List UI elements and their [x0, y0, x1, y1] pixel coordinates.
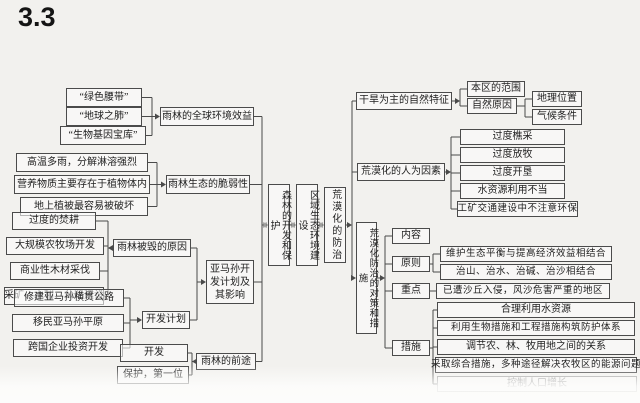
node-measure-3: 调节农、林、牧用地之间的关系: [437, 339, 635, 355]
node-natural-traits: 干旱为主的自然特征: [356, 92, 452, 110]
node-overcut: 过度樵采: [460, 129, 565, 145]
node-measure-1: 合理利用水资源: [437, 302, 635, 318]
node-hot-rainy: 高温多雨，分解淋溶强烈: [16, 153, 148, 172]
node-nutrients: 营养物质主要存在于植物体内: [14, 175, 150, 194]
node-construction: 工矿交通建设中不注意环保: [457, 201, 578, 217]
node-region-scope: 本区的范围: [467, 81, 525, 97]
node-global-benefit: 雨林的全球环境效益: [160, 107, 254, 126]
node-principle-2: 治山、治水、治碱、治沙相结合: [440, 264, 612, 280]
node-desert-main: 荒漠化的防治: [324, 187, 346, 263]
node-regional-main: 区域生态环境建设: [296, 184, 319, 266]
node-content-label: 内容: [392, 228, 430, 244]
node-overgraze: 过度放牧: [460, 147, 565, 163]
node-destroy-reason: 雨林被毁的原因: [113, 239, 191, 257]
node-focus-label: 重点: [392, 283, 430, 299]
node-measure-2: 利用生物措施和工程措施构筑防护体系: [437, 320, 635, 336]
node-geo-location: 地理位置: [532, 91, 582, 107]
node-plain-migration: 移民亚马孙平原: [12, 314, 124, 332]
node-measure-4: 采取综合措施，多种途径解决农牧区的能源问题: [431, 357, 640, 373]
node-burn-farming: 过度的焚耕: [12, 212, 96, 230]
node-measures-label: 措施: [392, 340, 430, 356]
node-logging: 商业性木材采伐: [10, 262, 100, 280]
node-develop: 开发: [120, 344, 188, 362]
node-green-belt: “绿色腰带”: [66, 88, 142, 107]
node-principle-label: 原则: [392, 256, 430, 272]
node-measure-5: 控制人口增长: [437, 376, 637, 392]
node-forest-main: 森林的开发和保护: [268, 184, 291, 266]
section-number: 3.3: [18, 2, 56, 32]
node-investment: 跨国企业投资开发: [13, 339, 123, 357]
node-amazon-plan: 亚马孙开发计划及其影响: [206, 260, 254, 304]
node-fragility: 雨林生态的脆弱性: [166, 175, 250, 194]
node-water-misuse: 水资源利用不当: [460, 183, 565, 199]
node-earth-lung: “地球之肺”: [66, 107, 142, 126]
node-ranch-dev: 大规模农牧场开发: [6, 237, 104, 255]
node-strategy-main: 荒漠化防治的对策和措施: [356, 222, 377, 334]
node-overfarm: 过度开垦: [460, 165, 565, 181]
node-amazon-highway: 修建亚马孙横贯公路: [14, 289, 124, 307]
node-natural-cause: 自然原因: [467, 98, 517, 114]
node-protect-first: 保护，第一位: [117, 366, 189, 384]
node-gene-bank: “生物基因宝库”: [60, 126, 146, 145]
node-human-factors: 荒漠化的人为因素: [357, 163, 445, 181]
node-dev-plan: 开发计划: [142, 311, 190, 329]
node-climate: 气候条件: [532, 109, 582, 125]
node-forest-future: 雨林的前途: [196, 353, 256, 370]
node-principle-1: 维护生态平衡与提高经济效益相结合: [440, 246, 612, 262]
node-focus-1: 已遭沙丘入侵，风沙危害严重的地区: [436, 283, 610, 299]
